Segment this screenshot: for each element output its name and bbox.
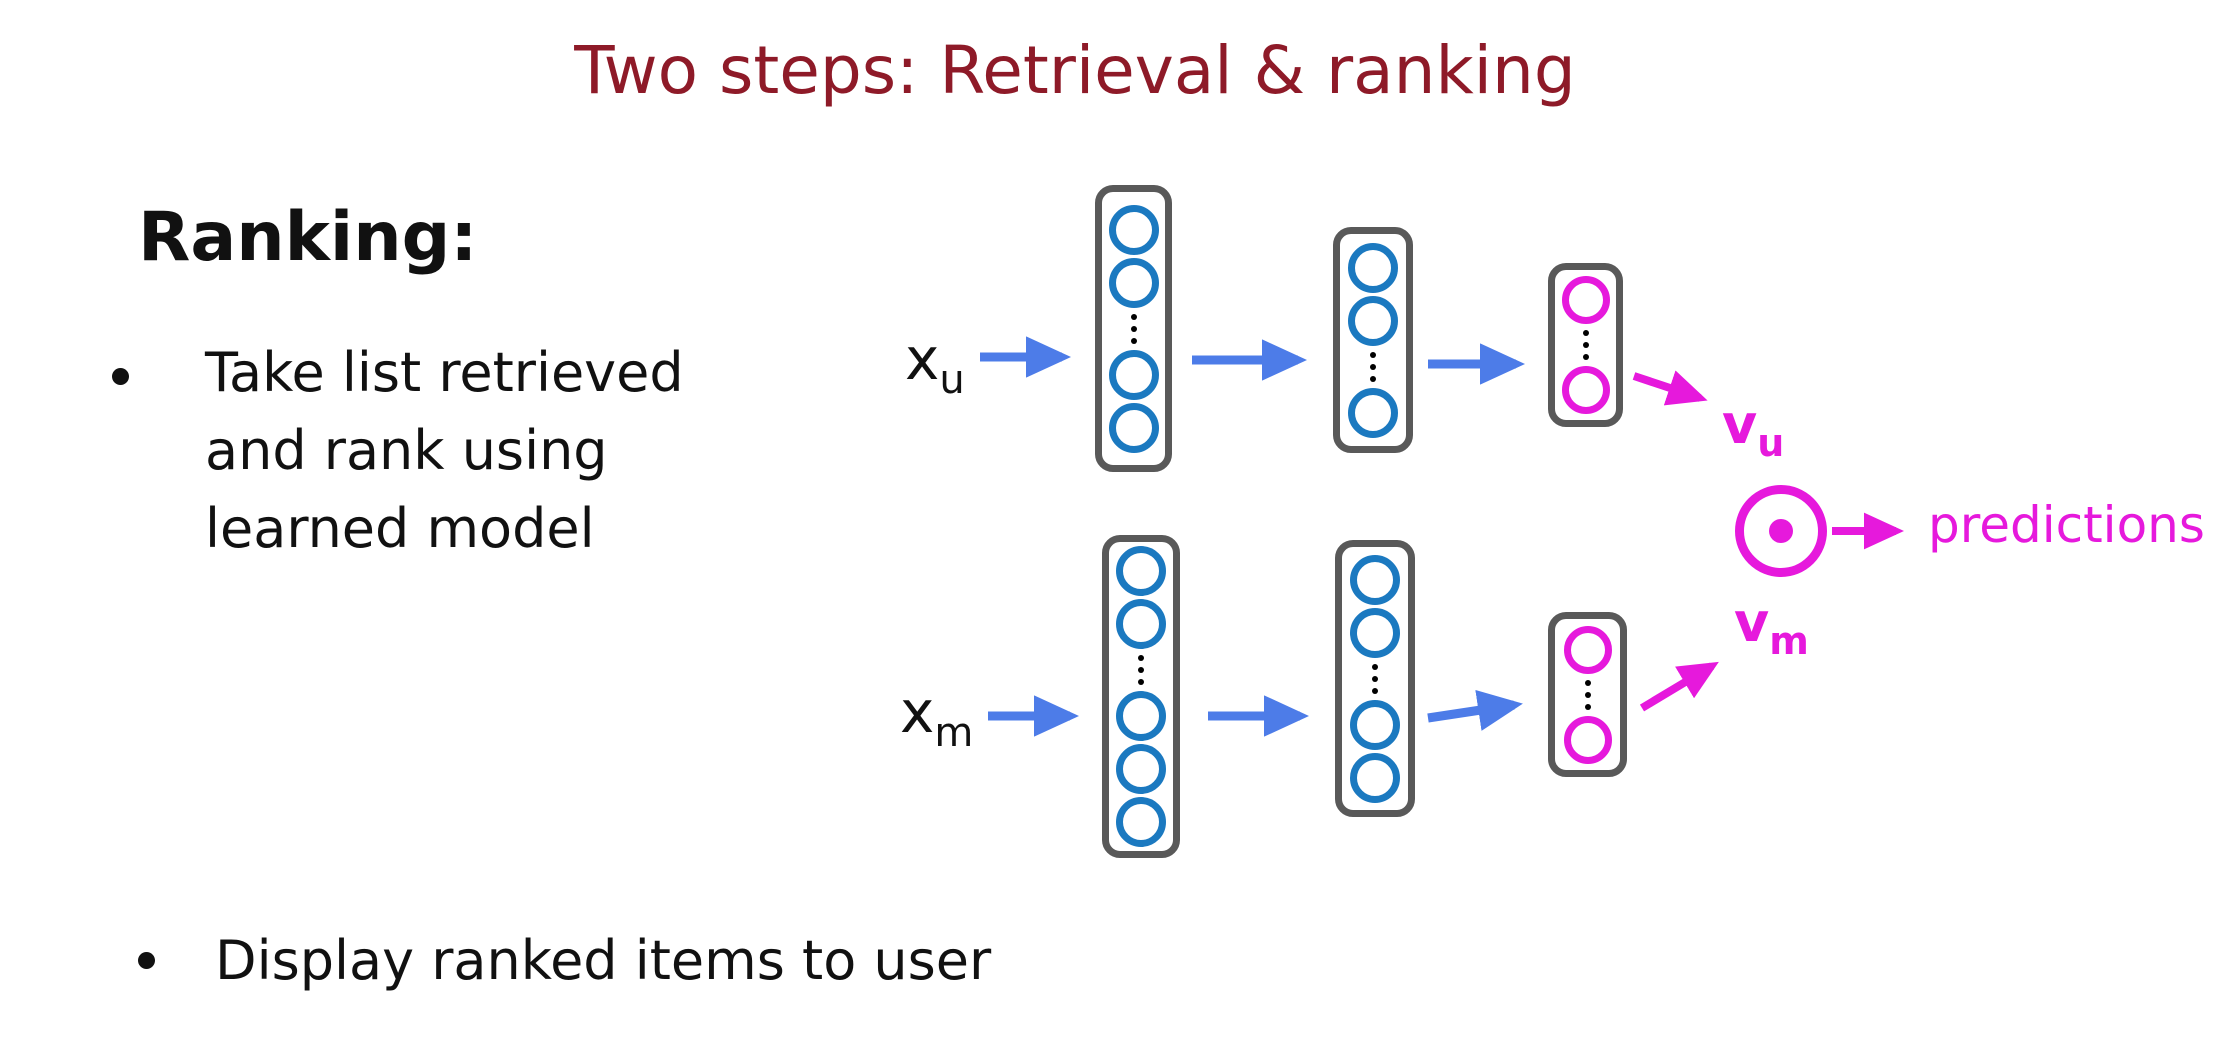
slide-title: Two steps: Retrieval & ranking [574,32,1576,109]
neuron-circle [1116,744,1166,794]
bullet-icon [138,952,155,969]
arrow-embedding-to-vm [1639,661,1719,712]
input-label-xm: xm [900,678,974,756]
neuron-circle [1350,554,1400,605]
neuron-circle [1350,607,1400,658]
neuron-circle [1108,402,1159,453]
ranking-heading: Ranking: [138,198,478,277]
neuron-circle [1561,366,1610,414]
item-tower-layer-2 [1335,540,1415,817]
neuron-circle [1563,625,1612,674]
arrow-item-layer2-to-embedding [1427,689,1523,731]
dot-product-center-dot [1769,519,1793,543]
neuron-circle [1350,752,1400,803]
neuron-circle [1108,257,1159,308]
ellipsis-dots-icon [1370,349,1376,385]
neuron-circle [1116,797,1166,847]
bullet-display-ranked: Display ranked items to user [215,929,992,992]
bullet-take-list: Take list retrieved and rank using learn… [205,341,684,560]
output-label-vu: vu [1722,393,1785,465]
neuron-circle [1116,546,1166,596]
neuron-circle [1563,715,1612,764]
bullet-icon [112,368,129,385]
output-label-vm: vm [1734,591,1809,663]
neuron-circle [1108,204,1159,255]
arrow-embedding-to-vu [1632,370,1708,406]
neuron-circle [1108,349,1159,400]
item-tower-layer-1 [1102,535,1180,858]
item-tower-embedding-layer [1548,612,1627,777]
input-label-xu: xu [905,325,965,403]
ellipsis-dots-icon [1584,677,1591,713]
ellipsis-dots-icon [1138,652,1144,688]
user-tower-layer-2 [1333,227,1413,453]
neuron-circle [1350,699,1400,750]
neuron-circle [1348,242,1398,293]
neuron-circle [1348,387,1398,438]
neuron-circle [1116,691,1166,741]
neuron-circle [1116,599,1166,649]
ellipsis-dots-icon [1582,327,1589,363]
neuron-circle [1561,276,1610,324]
user-tower-layer-1 [1095,185,1172,472]
neuron-circle [1348,295,1398,346]
ellipsis-dots-icon [1130,311,1137,347]
predictions-label: predictions [1928,496,2205,554]
user-tower-embedding-layer [1548,263,1623,427]
dot-product-icon [1735,485,1827,577]
ellipsis-dots-icon [1372,661,1378,697]
